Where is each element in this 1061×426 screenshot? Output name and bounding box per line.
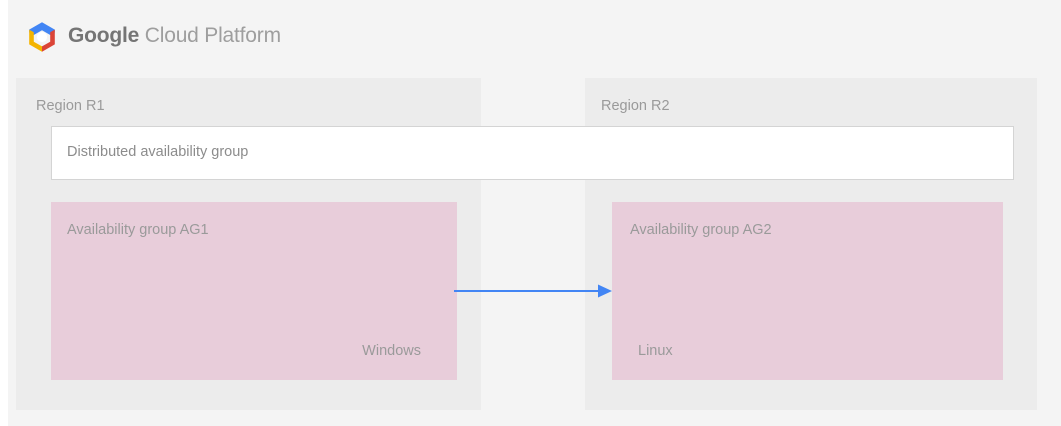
region-label-r1: Region R1: [36, 98, 105, 114]
distributed-availability-group-label: Distributed availability group: [67, 144, 249, 160]
page-title: Google Cloud Platform: [68, 22, 281, 50]
availability-group-box-ag1: Availability group AG1 Windows: [51, 202, 457, 380]
brand-name-strong: Google: [68, 24, 140, 47]
left-edge-strip: [0, 0, 8, 426]
availability-group-box-ag2: Availability group AG2 Linux: [612, 202, 1003, 380]
availability-group-os-ag1: Windows: [362, 343, 421, 359]
google-cloud-platform-logo-icon: [24, 19, 60, 55]
distributed-availability-group-bar: Distributed availability group: [51, 126, 1014, 180]
availability-group-title-ag2: Availability group AG2: [630, 222, 772, 238]
replication-arrow-icon: [454, 281, 614, 301]
brand-name-light: Cloud Platform: [144, 24, 281, 47]
region-label-r2: Region R2: [601, 98, 670, 114]
availability-group-title-ag1: Availability group AG1: [67, 222, 209, 238]
page-header: Google Cloud Platform: [8, 0, 1061, 70]
availability-group-os-ag2: Linux: [638, 343, 673, 359]
